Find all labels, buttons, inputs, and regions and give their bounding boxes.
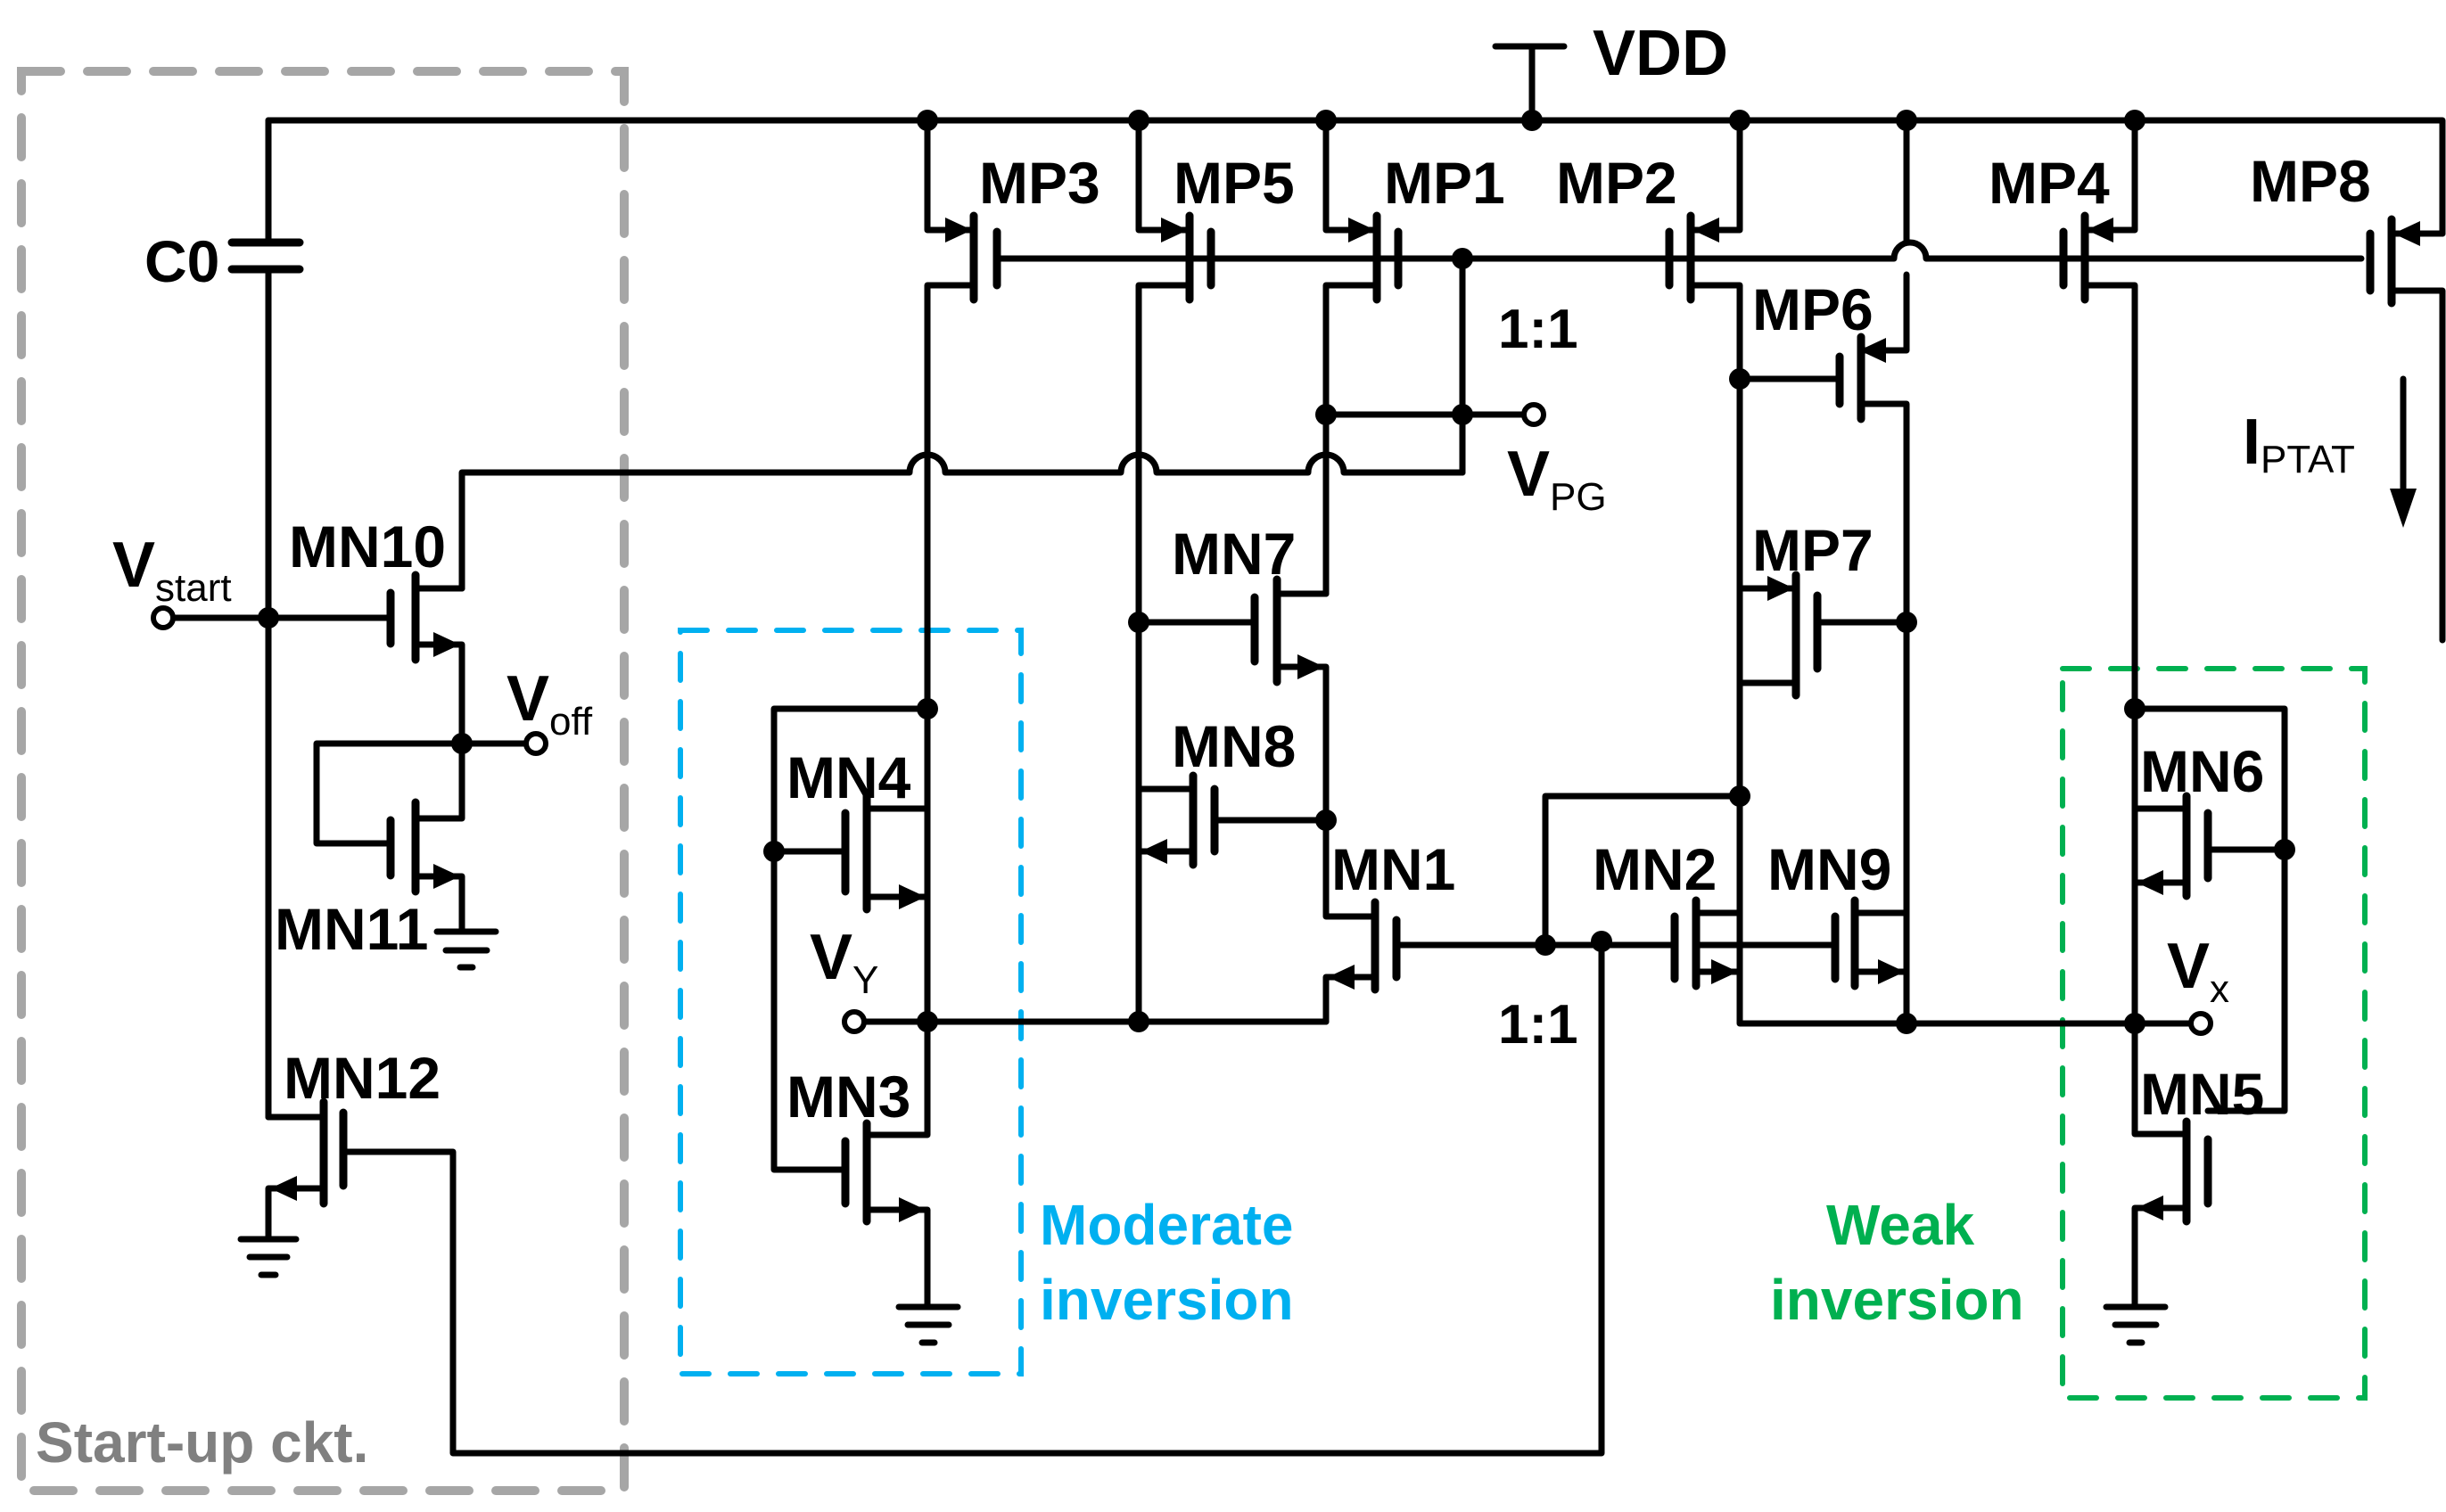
transistor-mp8: MP8 [2250,148,2446,644]
mn11-label: MN11 [275,896,428,962]
moderate-label-line1: Moderate [1040,1193,1294,1257]
transistor-mn8: MN8 [1135,619,1330,1025]
nmos-ratio-label: 1:1 [1498,994,1578,1056]
transistor-mp3: MP3 [924,117,1100,1020]
vx-node: Vx [2131,931,2229,1036]
transistor-mp6: MP6 [1736,117,1910,626]
vy-node: VY [810,922,1330,1034]
transistor-mn9: MN9 [1692,836,1910,1027]
ground-mn5 [2103,1303,2169,1346]
transistor-mn10: MN10 [161,514,465,747]
pmos-ratio-label: 1:1 [1498,299,1578,360]
transistor-mn6: MN6 [2131,705,2288,1114]
mn10-label: MN10 [289,514,446,579]
vx-pin[interactable] [2188,1011,2213,1036]
iptat-output: IPTAT [2243,375,2417,528]
transistor-mn11: MN11 [275,798,465,962]
transistor-mn7: MN7 [1135,521,1330,820]
vstart-label: Vstart [112,530,232,610]
mn12-label: MN12 [284,1045,441,1111]
mp2-label: MP2 [1556,150,1677,216]
startup-box [17,67,629,1495]
vdd-label: VDD [1593,18,1728,89]
mn5-label: MN5 [2140,1061,2264,1127]
mn4-label: MN4 [787,744,911,810]
vstart-node: Vstart [112,530,232,630]
mp1-label: MP1 [1384,150,1505,216]
weak-inversion-box [2060,666,2368,1401]
startup-label: Start-up ckt. [36,1410,368,1475]
transistor-mn12: MN12 [265,938,1605,1457]
transistor-mn2: MN2 1:1 [1498,793,2138,1056]
capacitor-c0: C0 [144,117,304,1121]
weak-label-line1: Weak [1826,1193,1974,1257]
mn2-label: MN2 [1593,836,1717,902]
ground-mn3 [895,1303,961,1346]
vpg-node: VPG 1:1 [1322,255,1607,519]
mn9-label: MN9 [1767,836,1891,902]
iptat-label: IPTAT [2243,407,2355,481]
vstart-pin[interactable] [151,605,176,630]
pmos-gate-bias-line [995,239,2365,262]
vy-label: VY [810,922,878,1002]
ground-mn11 [433,928,499,971]
mp5-label: MP5 [1174,150,1295,216]
voff-node: Voff [313,663,593,847]
mn1-label: MN1 [1331,836,1455,902]
vdd-supply: VDD [1492,18,1728,124]
vdd-rail [265,117,2446,237]
vpg-to-startup-line [458,451,1466,592]
mn7-label: MN7 [1172,521,1296,587]
mp3-label: MP3 [979,150,1100,216]
transistor-mp1: MP1 [1322,117,1505,597]
weak-inversion-region: Weak inversion [1770,666,2368,1401]
mn3-label: MN3 [787,1064,910,1130]
voff-label: Voff [506,663,593,744]
ground-mn12 [237,1236,300,1278]
mp6-label: MP6 [1752,276,1874,342]
vpg-label: VPG [1507,439,1607,519]
mn8-label: MN8 [1172,713,1296,779]
vx-label: Vx [2167,931,2229,1011]
moderate-label-line2: inversion [1040,1268,1294,1332]
mp8-label: MP8 [2250,148,2371,214]
transistor-mp2: MP2 [1556,117,1743,977]
transistor-mn5: MN5 [2131,1020,2264,1311]
junction-dots [258,110,2295,1034]
moderate-inversion-region: Moderate inversion [678,628,1294,1376]
iptat-arrow-icon [2390,489,2417,528]
vpg-pin[interactable] [1521,402,1546,427]
vy-pin[interactable] [842,1009,867,1034]
voff-pin[interactable] [523,731,548,756]
mp7-label: MP7 [1752,517,1874,583]
mn6-label: MN6 [2140,738,2264,804]
transistor-mn3: MN3 [770,848,931,1311]
weak-label-line2: inversion [1770,1268,2024,1332]
mp4-label: MP4 [1989,150,2110,216]
moderate-inversion-box [678,628,1024,1376]
c0-label: C0 [144,228,219,294]
startup-region: Start-up ckt. [17,67,629,1495]
transistor-mn4: MN4 [770,705,931,1025]
